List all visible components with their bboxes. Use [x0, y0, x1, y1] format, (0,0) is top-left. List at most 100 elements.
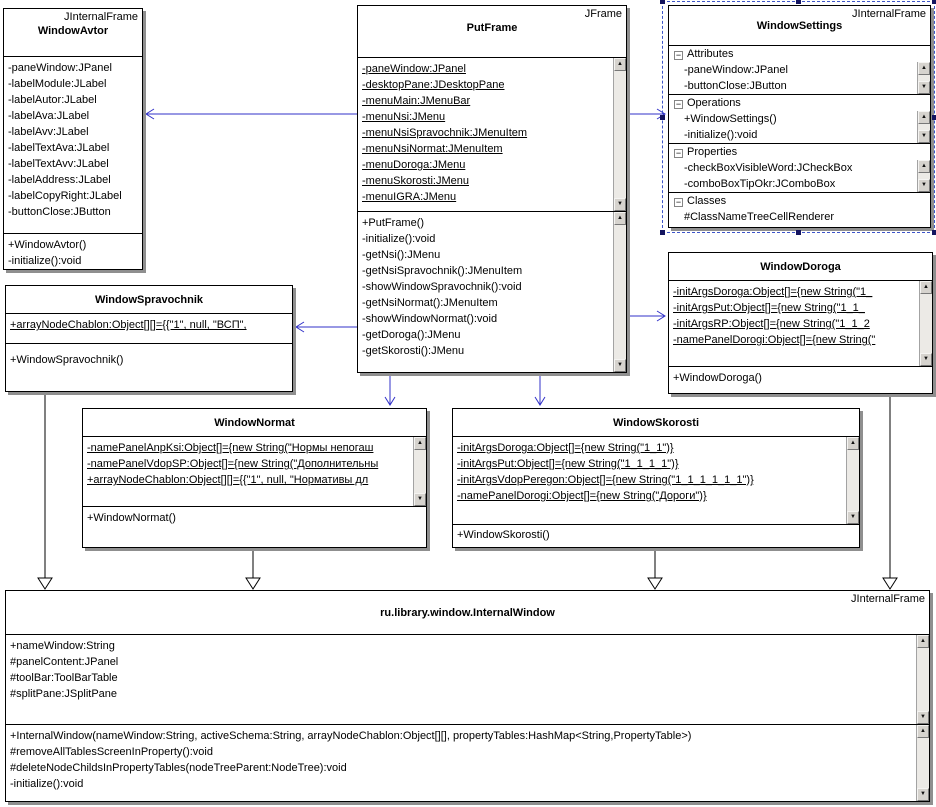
vertical-scrollbar[interactable]: ▲ ▼ — [919, 281, 932, 366]
vertical-scrollbar[interactable]: ▲ ▼ — [613, 58, 626, 211]
selection-handle[interactable] — [796, 0, 801, 4]
class-name: WindowNormat — [214, 416, 295, 429]
scroll-up-icon[interactable]: ▲ — [614, 58, 626, 71]
scrollbar-track[interactable] — [614, 71, 626, 198]
scroll-up-icon[interactable]: ▲ — [614, 212, 626, 225]
association-putframe-windownormat[interactable] — [384, 374, 396, 406]
association-putframe-windowsettings[interactable] — [628, 108, 666, 120]
tree-item: -initialize():void — [684, 129, 758, 141]
scroll-up-icon[interactable]: ▲ — [920, 281, 932, 294]
class-windownormat[interactable]: WindowNormat ▲ ▼ -namePanelAnpKsi:Object… — [82, 408, 427, 548]
scroll-down-icon[interactable]: ▼ — [847, 511, 859, 524]
tree-item: #ClassNameTreeCellRenderer — [684, 211, 834, 223]
scrollbar-track[interactable] — [918, 75, 930, 81]
vertical-scrollbar[interactable]: ▲ ▼ — [917, 111, 930, 143]
association-putframe-windowskorosti[interactable] — [534, 374, 546, 406]
class-name: ru.library.window.InternalWindow — [380, 607, 555, 619]
vertical-scrollbar[interactable]: ▲ ▼ — [413, 437, 426, 506]
scrollbar-track[interactable] — [918, 124, 930, 130]
method-row: -initialize():void — [8, 255, 82, 267]
scrollbar-track[interactable] — [917, 738, 929, 788]
field-row: -initArgsPut:Object[]={new String("1_1_1… — [457, 458, 679, 470]
selection-handle[interactable] — [932, 0, 936, 4]
selection-handle[interactable] — [932, 230, 936, 235]
scroll-up-icon[interactable]: ▲ — [918, 62, 930, 75]
selection-handle[interactable] — [660, 115, 665, 120]
scroll-up-icon[interactable]: ▲ — [918, 111, 930, 124]
generalization-windowdoroga-internalwindow[interactable] — [882, 395, 898, 590]
association-putframe-windowavtor[interactable] — [145, 108, 357, 120]
scroll-down-icon[interactable]: ▼ — [918, 81, 930, 94]
collapse-icon[interactable]: − — [674, 99, 683, 109]
section-attributes: −Attributes ▲ ▼ -paneWindow:JPanel-butto… — [669, 46, 930, 94]
generalization-windownormat-internalwindow[interactable] — [245, 549, 261, 590]
section-label: Classes — [687, 195, 727, 207]
association-putframe-windowdoroga[interactable] — [628, 310, 666, 322]
scrollbar-track[interactable] — [847, 450, 859, 511]
selection-handle[interactable] — [660, 0, 665, 4]
class-internalwindow[interactable]: JInternalFrame ru.library.window.Interna… — [5, 590, 930, 802]
method-row: -getNsiNormat():JMenuItem — [362, 297, 498, 309]
scrollbar-track[interactable] — [917, 648, 929, 711]
field-row: -paneWindow:JPanel — [362, 63, 466, 75]
class-putframe[interactable]: JFrame PutFrame ▲ ▼ -paneWindow:JPanel-d… — [357, 5, 627, 373]
vertical-scrollbar[interactable]: ▲ ▼ — [613, 212, 626, 372]
scroll-down-icon[interactable]: ▼ — [920, 353, 932, 366]
scroll-down-icon[interactable]: ▼ — [614, 359, 626, 372]
scroll-up-icon[interactable]: ▲ — [917, 725, 929, 738]
scroll-down-icon[interactable]: ▼ — [614, 198, 626, 211]
scroll-down-icon[interactable]: ▼ — [917, 711, 929, 724]
selection-handle[interactable] — [932, 115, 936, 120]
field-row: -labelAddress:JLabel — [8, 174, 111, 186]
scroll-down-icon[interactable]: ▼ — [917, 788, 929, 801]
vertical-scrollbar[interactable]: ▲ ▼ — [917, 160, 930, 192]
class-header: WindowSpravochnik — [6, 286, 292, 314]
section-operations: −Operations ▲ ▼ +WindowSettings()-initia… — [669, 94, 930, 143]
selection-handle[interactable] — [796, 230, 801, 235]
scrollbar-track[interactable] — [414, 450, 426, 493]
generalization-windowskorosti-internalwindow[interactable] — [647, 549, 663, 590]
scroll-down-icon[interactable]: ▼ — [414, 493, 426, 506]
scroll-up-icon[interactable]: ▲ — [847, 437, 859, 450]
class-windowsettings[interactable]: JInternalFrame WindowSettings −Attribute… — [668, 5, 931, 228]
scrollbar-track[interactable] — [918, 173, 930, 179]
scroll-down-icon[interactable]: ▼ — [918, 179, 930, 192]
field-row: +arrayNodeChablon:Object[][]={{"1", null… — [10, 319, 247, 331]
generalization-windowspravochnik-internalwindow[interactable] — [37, 393, 53, 590]
tree-item: -comboBoxTipOkr:JComboBox — [684, 178, 836, 190]
selection-handle[interactable] — [660, 230, 665, 235]
collapse-icon[interactable]: − — [674, 197, 683, 207]
vertical-scrollbar[interactable]: ▲ ▼ — [916, 725, 929, 801]
field-row: -desktopPane:JDesktopPane — [362, 79, 505, 91]
class-name: WindowSpravochnik — [94, 293, 204, 306]
fields-compartment: ▲ ▼ +nameWindow:String#panelContent:JPan… — [6, 635, 929, 725]
collapse-icon[interactable]: − — [674, 148, 683, 158]
association-putframe-windowspravochnik[interactable] — [295, 321, 357, 333]
class-windowdoroga[interactable]: WindowDoroga ▲ ▼ -initArgsDoroga:Object[… — [668, 252, 933, 394]
method-row: #deleteNodeChildsInPropertyTables(nodeTr… — [10, 762, 347, 774]
scroll-up-icon[interactable]: ▲ — [917, 635, 929, 648]
method-row: +WindowAvtor() — [8, 239, 87, 251]
vertical-scrollbar[interactable]: ▲ ▼ — [917, 62, 930, 94]
section-label: Properties — [687, 146, 738, 158]
stereotype-label: JInternalFrame — [852, 8, 926, 20]
class-windowspravochnik[interactable]: WindowSpravochnik +arrayNodeChablon:Obje… — [5, 285, 293, 392]
tree-item: +WindowSettings() — [684, 113, 777, 125]
section-header: −Attributes — [669, 46, 930, 62]
section-items: ▲ ▼ -checkBoxVisibleWord:JCheckBox -combo… — [669, 160, 930, 192]
class-windowavtor[interactable]: JInternalFrame WindowAvtor -paneWindow:J… — [3, 8, 143, 270]
vertical-scrollbar[interactable]: ▲ ▼ — [846, 437, 859, 524]
scroll-up-icon[interactable]: ▲ — [414, 437, 426, 450]
method-row: -showWindowSpravochnik():void — [362, 281, 522, 293]
tree-item: -checkBoxVisibleWord:JCheckBox — [684, 162, 853, 174]
collapse-icon[interactable]: − — [674, 50, 683, 60]
method-row: -getDoroga():JMenu — [362, 329, 461, 341]
stereotype-label: JInternalFrame — [64, 11, 138, 23]
scroll-up-icon[interactable]: ▲ — [918, 160, 930, 173]
scrollbar-track[interactable] — [614, 225, 626, 359]
class-windowskorosti[interactable]: WindowSkorosti ▲ ▼ -initArgsDoroga:Objec… — [452, 408, 860, 548]
vertical-scrollbar[interactable]: ▲ ▼ — [916, 635, 929, 724]
scrollbar-track[interactable] — [920, 294, 932, 353]
scroll-down-icon[interactable]: ▼ — [918, 130, 930, 143]
